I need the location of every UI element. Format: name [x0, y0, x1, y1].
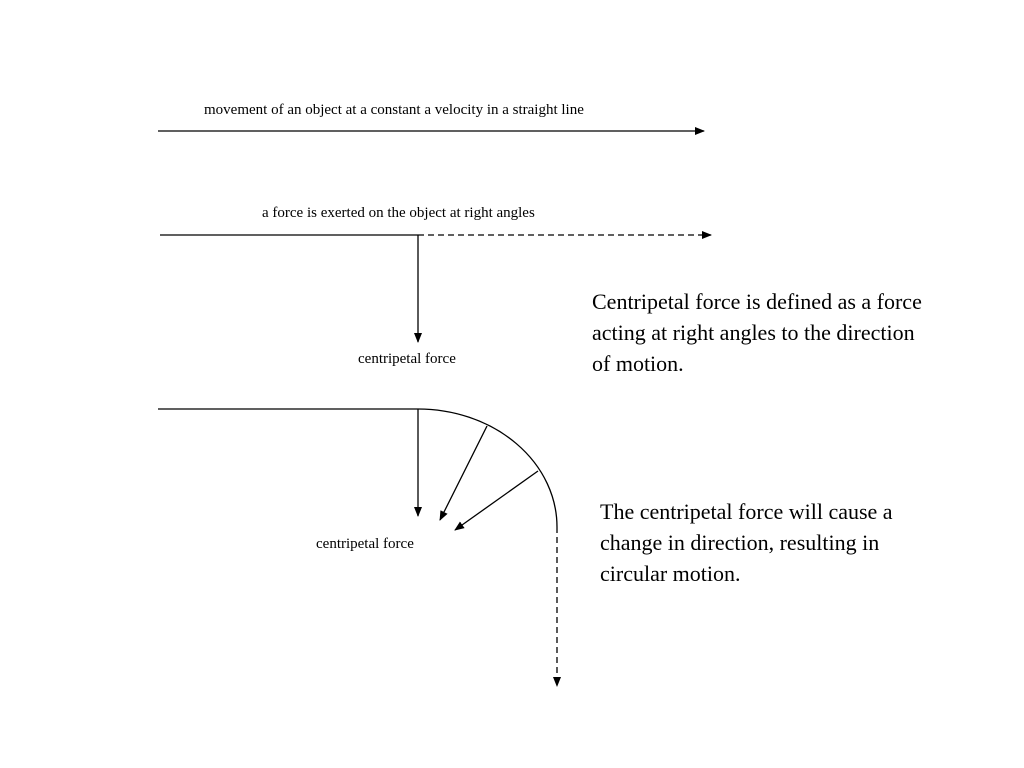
centripetal-force-arrow-2b	[439, 425, 488, 521]
force-exerted-label: a force is exerted on the object at righ…	[262, 205, 535, 221]
straight-line-label: movement of an object at a constant a ve…	[204, 102, 584, 118]
centripetal-force-arrow-2c	[454, 470, 539, 531]
definition-text: Centripetal force is defined as a force …	[592, 289, 922, 376]
centripetal-force-label-1: centripetal force	[358, 351, 456, 367]
centripetal-force-label-2: centripetal force	[316, 536, 414, 552]
effect-text: The centripetal force will cause a chang…	[600, 499, 893, 586]
circular-path-arc	[417, 408, 558, 528]
